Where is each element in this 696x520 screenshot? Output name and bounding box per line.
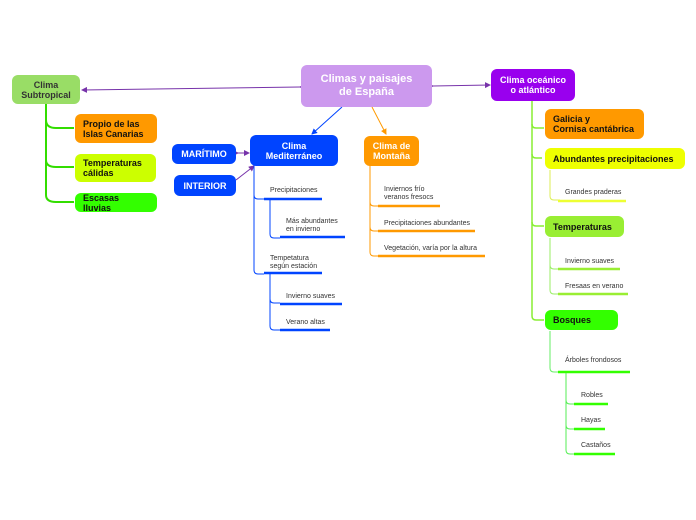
oceanico-precip-label: Abundantes precipitaciones (553, 153, 674, 164)
subtropical-item-lluvias[interactable]: Escasas lluvias (75, 192, 157, 213)
oceanico-temperaturas[interactable]: Temperaturas (545, 216, 624, 237)
subtropical-label: Clima Subtropical (21, 79, 71, 100)
interior-label: INTERIOR (183, 180, 227, 191)
med-temp[interactable]: Tempetatura según estación (270, 255, 318, 270)
oceanico-precip[interactable]: Abundantes precipitaciones (545, 148, 685, 169)
med-precip[interactable]: Precipitaciones (270, 187, 318, 194)
subtropical-item-label: Propio de las Islas Canarias (83, 118, 144, 139)
root-topic-label: Climas y paisajes de España (320, 73, 413, 98)
oceanico-bosques[interactable]: Bosques (545, 310, 618, 330)
oceanico-especie[interactable]: Hayas (581, 417, 601, 424)
med-precip-detail[interactable]: Más abundantes en invierno (286, 218, 338, 233)
subtropical-node[interactable]: Clima Subtropical (12, 75, 80, 104)
med-verano[interactable]: Verano altas (286, 319, 325, 326)
med-invierno[interactable]: Invierno suaves (286, 293, 336, 300)
oceanico-temperaturas-label: Temperaturas (553, 221, 612, 232)
oceanico-arboles[interactable]: Árboles frondosos (565, 357, 622, 364)
oceanico-especie[interactable]: Castaños (581, 442, 611, 449)
mediterraneo-node[interactable]: Clima Mediterráneo (250, 135, 338, 166)
subtropical-item-label: Escasas lluvias (83, 192, 120, 213)
oceanico-region-label: Galicia y Cornisa cantábrica (553, 114, 635, 134)
montana-label: Clima de Montaña (372, 141, 411, 161)
subtropical-item-canarias[interactable]: Propio de las Islas Canarias (75, 114, 157, 143)
mediterraneo-label: Clima Mediterráneo (265, 140, 323, 161)
montana-item[interactable]: Inviernos frío veranos fresocs (384, 186, 434, 201)
oceanico-node[interactable]: Clima oceánico o atlántico (491, 69, 575, 101)
subtropical-item-temperaturas[interactable]: Temperaturas cálidas (75, 154, 156, 182)
root-topic[interactable]: Climas y paisajes de España (301, 65, 432, 107)
montana-node[interactable]: Clima de Montaña (364, 136, 419, 166)
oceanico-especie[interactable]: Robles (581, 392, 603, 399)
montana-item[interactable]: Precipitaciones abundantes (384, 220, 471, 227)
oceanico-invierno[interactable]: Invierno suaves (565, 258, 615, 265)
interior-node[interactable]: INTERIOR (174, 175, 236, 196)
oceanico-label: Clima oceánico o atlántico (499, 75, 567, 95)
montana-item[interactable]: Vegetación, varía por la altura (384, 245, 478, 252)
maritimo-node[interactable]: MARÍTIMO (172, 144, 236, 164)
oceanico-praderas[interactable]: Grandes praderas (565, 189, 622, 196)
maritimo-label: MARÍTIMO (181, 149, 227, 159)
subtropical-item-label: Temperaturas cálidas (83, 158, 142, 178)
oceanico-bosques-label: Bosques (553, 315, 592, 325)
oceanico-verano[interactable]: Fresaas en verano (565, 283, 624, 290)
oceanico-region[interactable]: Galicia y Cornisa cantábrica (545, 109, 644, 139)
